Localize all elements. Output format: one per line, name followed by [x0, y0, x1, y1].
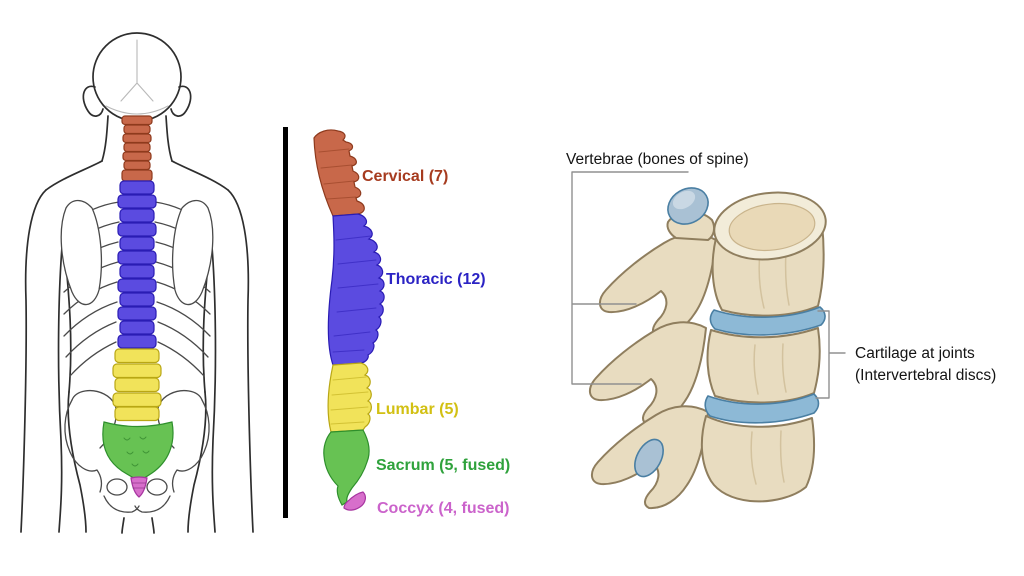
- inner-arm-lines: [57, 234, 217, 533]
- side-spine-cervical: [313, 129, 365, 217]
- sacrum-label: Sacrum (5, fused): [376, 457, 510, 474]
- vertebra-1-top-face: [713, 191, 827, 261]
- bone-shading-lines: [750, 249, 790, 485]
- side-spine-figure: Cervical (7) Thoracic (12) Lumbar (5) Sa…: [313, 129, 510, 517]
- coccyx-label: Coccyx (4, fused): [377, 500, 509, 517]
- thoracic-label: Thoracic (12): [386, 271, 486, 288]
- cartilage-label-line2: (Intervertebral discs): [855, 367, 996, 384]
- disc-2: [704, 393, 820, 424]
- right-scapula-outline: [171, 199, 214, 306]
- torso-spine-thoracic: [117, 180, 157, 349]
- inferior-facet-tip: [634, 438, 664, 478]
- vertebrae-label: Vertebrae (bones of spine): [566, 151, 749, 168]
- skull-suture-lines: [105, 39, 169, 115]
- left-scapula-outline: [60, 199, 103, 306]
- vertebral-bodies: [700, 223, 825, 503]
- torso-spine-sacrum: [102, 421, 174, 482]
- disc-1: [709, 306, 826, 336]
- left-ear-outline: [82, 85, 104, 117]
- vertebrae-bracket: [571, 171, 689, 385]
- facet-highlight: [672, 190, 696, 210]
- cervical-label: Cervical (7): [362, 168, 448, 185]
- cartilage-bracket: [815, 310, 846, 399]
- articular-facet: [667, 187, 709, 225]
- vertebrae-illustration: Vertebrae (bones of spine) Cartilage at …: [566, 151, 996, 510]
- left-obturator-foramen: [106, 478, 128, 496]
- intervertebral-discs: [704, 306, 826, 424]
- hip-lines: [67, 391, 207, 533]
- vertebra-2-body: [706, 327, 821, 404]
- right-obturator-foramen: [146, 478, 168, 496]
- lumbar-label: Lumbar (5): [376, 401, 459, 418]
- right-ear-outline: [170, 85, 192, 117]
- torso-spine-lumbar: [112, 348, 162, 422]
- inner-leg-lines: [121, 517, 155, 534]
- torso-spine-coccyx: [130, 476, 148, 498]
- side-spine-lumbar: [327, 362, 372, 433]
- torso-spine-cervical: [121, 115, 153, 182]
- vertebra-3-body: [700, 415, 815, 503]
- panel-divider: [283, 127, 288, 518]
- outer-arm-lines: [20, 189, 254, 533]
- side-spine-coccyx: [343, 491, 366, 511]
- vertebra-1-process: [598, 233, 717, 338]
- vertebra-1-endplate: [728, 202, 816, 252]
- neck-outline: [101, 115, 173, 162]
- shoulder-outline: [45, 160, 229, 191]
- torso-back-figure: [20, 32, 254, 534]
- cartilage-label-line1: Cartilage at joints: [855, 345, 975, 362]
- side-spine-thoracic: [327, 213, 385, 366]
